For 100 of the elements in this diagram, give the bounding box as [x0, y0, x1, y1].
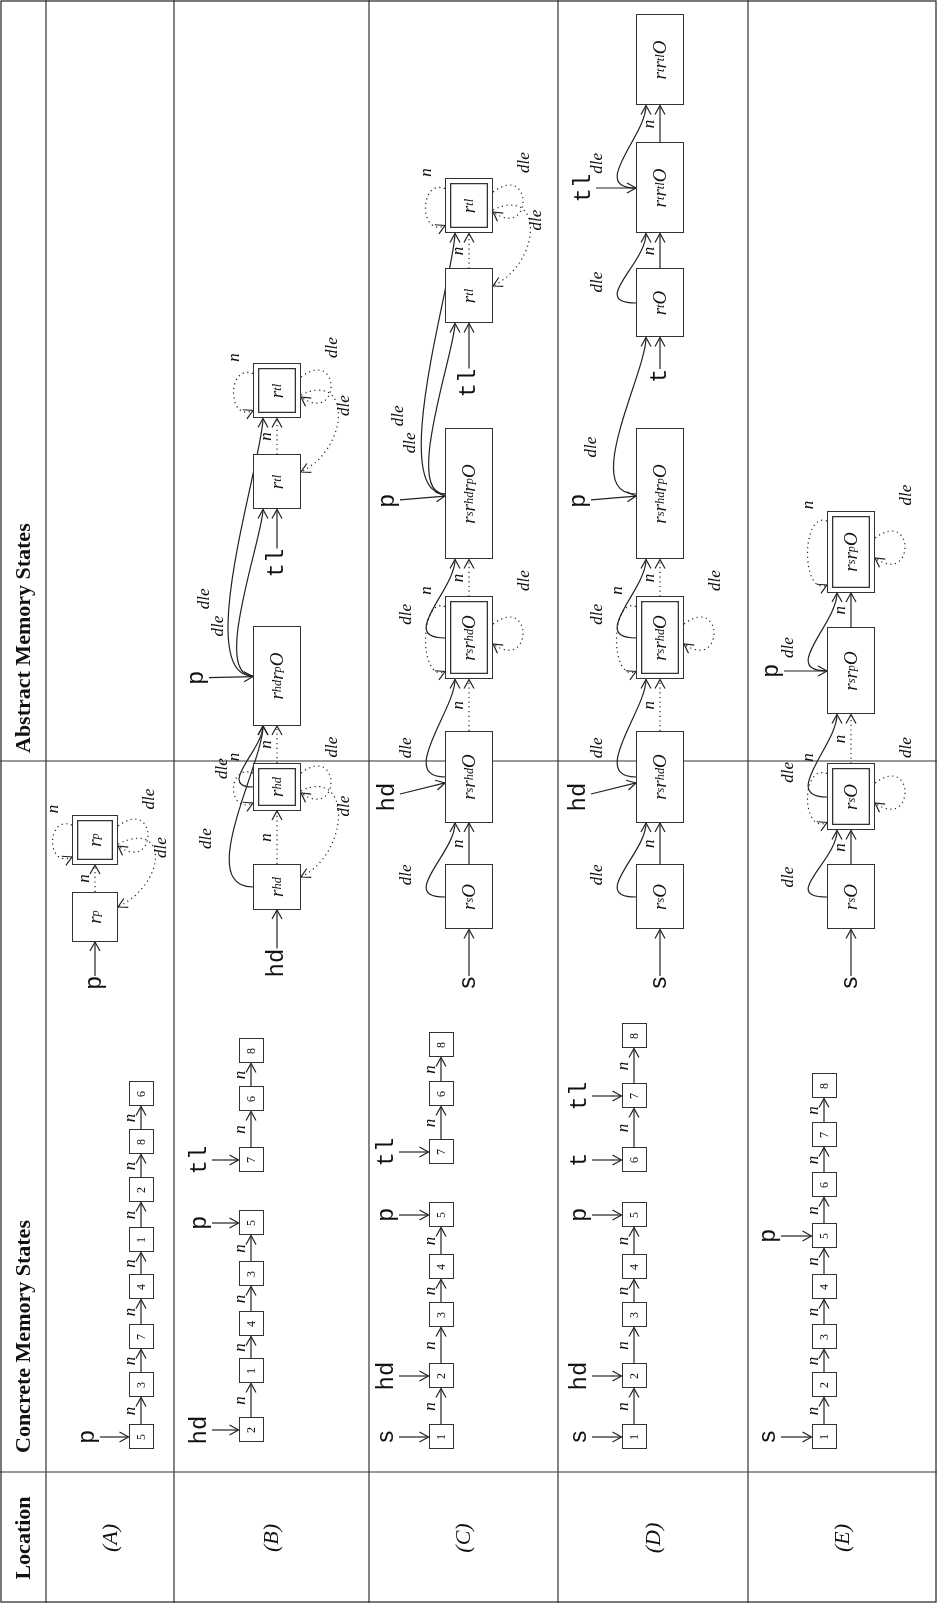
- row-label: (B): [258, 1523, 284, 1553]
- variable-label: s: [839, 975, 863, 990]
- arrow: [591, 1209, 623, 1221]
- edge-label: n: [803, 1155, 821, 1165]
- list-node-box: 3: [811, 1324, 837, 1350]
- edge-label: dle: [400, 432, 418, 454]
- edge-label: dle: [396, 604, 414, 625]
- edge-label: n: [420, 1065, 438, 1074]
- variable-label: p: [567, 493, 591, 508]
- edge-label: dle: [139, 788, 157, 810]
- arrow: [590, 491, 637, 503]
- arrow: [232, 371, 254, 419]
- list-node-box: 1: [238, 1358, 264, 1384]
- arrow: [463, 822, 475, 866]
- edge-label: n: [120, 1161, 138, 1171]
- edge-label: n: [613, 1236, 631, 1246]
- list-node-box: 8: [128, 1129, 154, 1155]
- edge-label: dle: [208, 615, 226, 637]
- arrow: [271, 725, 283, 764]
- arrow: [492, 616, 524, 654]
- arrow: [628, 1226, 640, 1256]
- arrow: [271, 508, 283, 550]
- edge-label: dle: [151, 837, 169, 858]
- edge-label: n: [448, 573, 466, 583]
- edge-label: n: [639, 839, 657, 848]
- arrow: [595, 182, 637, 194]
- arrow: [245, 1285, 257, 1313]
- arrow: [211, 1154, 240, 1166]
- arrow: [492, 184, 524, 222]
- edge-label: dle: [194, 588, 212, 610]
- edge-label: n: [798, 500, 816, 510]
- edge-label: n: [639, 701, 657, 710]
- arrow: [435, 1326, 447, 1365]
- arrow: [300, 389, 340, 473]
- variable-label: p: [185, 670, 209, 685]
- variable-label: t: [648, 368, 672, 383]
- edge-label: dle: [334, 795, 352, 817]
- arrow: [135, 1105, 147, 1131]
- arrow: [117, 818, 149, 856]
- arrow: [435, 1056, 447, 1083]
- variable-label: hd: [375, 1361, 399, 1391]
- arrow: [654, 822, 666, 866]
- edge-label: n: [416, 168, 434, 177]
- edge-label: n: [613, 1061, 631, 1071]
- edge-label: dle: [778, 637, 796, 658]
- column-header: Concrete Memory States: [10, 1220, 36, 1453]
- list-node-box: 7: [238, 1147, 264, 1173]
- arrow: [654, 232, 666, 270]
- row-label: (E): [829, 1523, 855, 1553]
- arrow: [245, 1382, 257, 1419]
- edge-label: dle: [396, 864, 414, 886]
- list-node-box: 6: [238, 1086, 264, 1112]
- list-node-box: 4: [238, 1311, 264, 1337]
- list-node-box: 1: [811, 1424, 837, 1450]
- edge-label: n: [120, 1356, 138, 1366]
- edge-label: dle: [581, 436, 599, 458]
- list-node-box: 5: [621, 1202, 647, 1228]
- edge-label: n: [230, 1396, 248, 1405]
- arrow: [616, 558, 651, 639]
- edge-label: n: [420, 1236, 438, 1246]
- arrow: [616, 822, 651, 898]
- arrow: [300, 765, 332, 803]
- arrow: [590, 779, 637, 795]
- list-node-box: 5: [238, 1210, 264, 1236]
- edge-label: n: [416, 586, 434, 595]
- arrow: [135, 1396, 147, 1426]
- edge-label: n: [830, 734, 848, 744]
- list-node-box: 6: [128, 1081, 154, 1107]
- list-node-box: 8: [428, 1032, 454, 1058]
- edge-label: n: [420, 1341, 438, 1350]
- row-label: (C): [450, 1523, 476, 1553]
- arrow: [845, 829, 857, 866]
- arrow: [615, 605, 637, 679]
- arrow: [135, 1298, 147, 1326]
- arrow: [271, 909, 283, 950]
- edge-label: dle: [587, 737, 605, 759]
- list-node-box: 8: [811, 1073, 837, 1099]
- arrow: [208, 671, 254, 683]
- edge-label: n: [830, 843, 848, 852]
- arrow: [628, 1387, 640, 1426]
- edge-label: n: [120, 1259, 138, 1268]
- list-node-box: 7: [428, 1139, 454, 1165]
- arrow: [874, 530, 906, 568]
- edge-label: dle: [388, 405, 406, 427]
- edge-label: n: [74, 874, 92, 883]
- edge-label: n: [639, 119, 657, 129]
- arrow: [300, 786, 340, 878]
- edge-label: n: [607, 586, 625, 595]
- edge-label: n: [420, 1118, 438, 1128]
- edge-label: dle: [526, 209, 544, 231]
- arrow: [135, 1153, 147, 1179]
- arrow: [591, 1370, 623, 1382]
- arrow: [399, 491, 446, 503]
- variable-label: tl: [568, 1081, 592, 1111]
- arrow: [616, 232, 651, 304]
- variable-label: p: [76, 1429, 100, 1444]
- edge-label: n: [230, 1244, 248, 1253]
- arrow: [780, 1431, 813, 1443]
- edge-label: n: [803, 1406, 821, 1416]
- arrow: [398, 1209, 430, 1221]
